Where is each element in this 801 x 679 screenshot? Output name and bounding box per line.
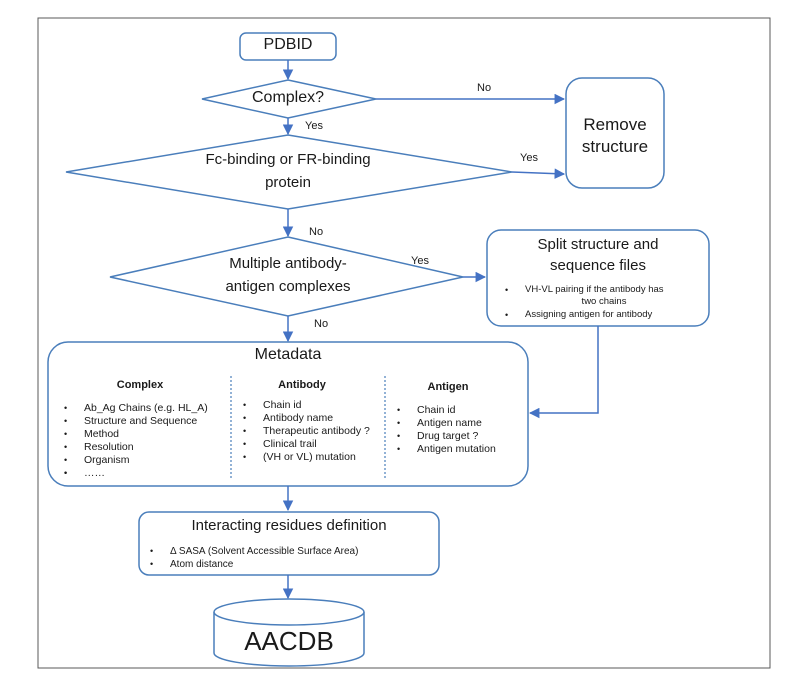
arrow-fc-yes (511, 168, 566, 179)
antigen-heading: Antigen (427, 381, 469, 393)
edge-label-multi-yes: Yes (411, 255, 429, 267)
complex-item: Organism (62, 454, 208, 467)
complex-item: Resolution (62, 441, 208, 454)
complex-decision-label: Complex? (251, 89, 325, 106)
remove-label-line1: Remove (583, 115, 647, 134)
complex-list: Ab_Ag Chains (e.g. HL_A) Structure and S… (62, 402, 208, 480)
database-label: AACDB (244, 626, 334, 656)
split-title-line1: Split structure and (537, 236, 659, 253)
interacting-item: Atom distance (148, 558, 358, 571)
antigen-list: Chain id Antigen name Drug target ? Anti… (395, 404, 496, 456)
fc-binding-label-line2: protein (265, 174, 311, 191)
antigen-item: Antigen name (395, 417, 496, 430)
complex-item: …… (62, 467, 208, 480)
antibody-heading: Antibody (278, 379, 326, 391)
complex-heading: Complex (116, 379, 164, 391)
multiple-label-line2: antigen complexes (225, 278, 351, 295)
split-list: VH-VL pairing if the antibody has (503, 284, 664, 296)
fc-binding-label-line1: Fc-binding or FR-binding (205, 151, 371, 168)
split-item-1: VH-VL pairing if the antibody has (503, 284, 664, 296)
edge-label-multi-no: No (314, 318, 329, 330)
antibody-item: Antibody name (241, 412, 370, 425)
aacdb-database (213, 598, 365, 667)
antibody-item: Clinical trail (241, 438, 370, 451)
remove-structure-node (565, 77, 665, 189)
outer-frame (37, 17, 771, 669)
antigen-item: Drug target ? (395, 430, 496, 443)
antibody-item: Chain id (241, 399, 370, 412)
multiple-complexes-decision (109, 236, 464, 317)
edge-label-complex-no: No (477, 82, 492, 94)
edge-label-fc-no: No (309, 226, 324, 238)
antigen-item: Chain id (395, 404, 496, 417)
antibody-item: Therapeutic antibody ? (241, 425, 370, 438)
complex-item: Method (62, 428, 208, 441)
antibody-item: (VH or VL) mutation (241, 451, 370, 464)
split-item-2: Assigning antigen for antibody (503, 309, 652, 321)
complex-item: Ab_Ag Chains (e.g. HL_A) (62, 402, 208, 415)
split-title-line2: sequence files (550, 257, 646, 274)
pdbid-label: PDBID (263, 36, 313, 53)
interacting-list: Δ SASA (Solvent Accessible Surface Area)… (148, 545, 358, 571)
antibody-list: Chain id Antibody name Therapeutic antib… (241, 399, 370, 464)
fc-binding-decision (65, 134, 513, 210)
remove-label-line2: structure (581, 137, 649, 156)
split-item-1-continued: two chains (581, 296, 627, 307)
complex-item: Structure and Sequence (62, 415, 208, 428)
multiple-label-line1: Multiple antibody- (229, 255, 347, 272)
interacting-title: Interacting residues definition (191, 517, 387, 534)
arrow-split-metadata (528, 326, 599, 419)
interacting-item: Δ SASA (Solvent Accessible Surface Area) (148, 545, 358, 558)
antigen-item: Antigen mutation (395, 443, 496, 456)
edge-label-fc-yes: Yes (520, 152, 538, 164)
metadata-title: Metadata (254, 346, 322, 363)
edge-label-complex-yes: Yes (305, 120, 323, 132)
split-list-2: Assigning antigen for antibody (503, 309, 652, 321)
